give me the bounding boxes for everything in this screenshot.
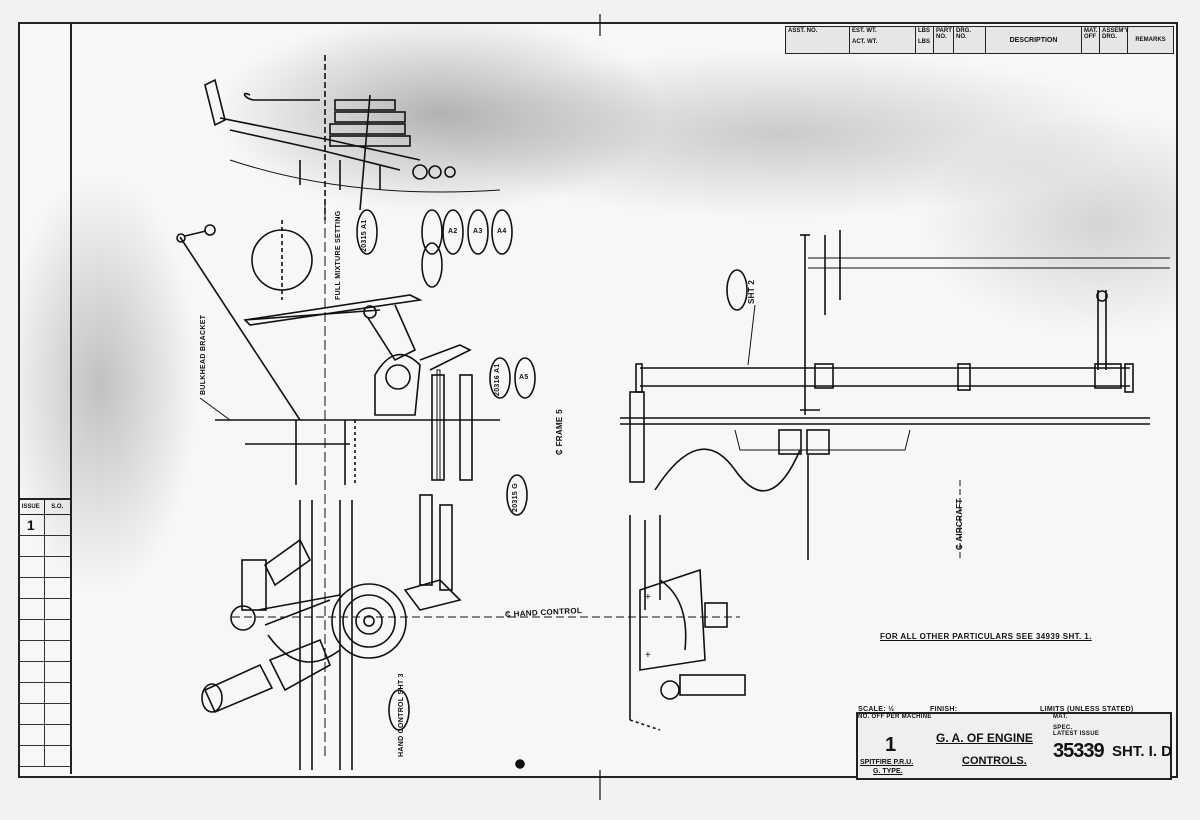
callout-a5: A5: [519, 374, 529, 381]
part-callout-c: 20316 A1: [494, 363, 501, 397]
bulkhead-bracket-label: BULKHEAD BRACKET: [200, 314, 207, 395]
svg-text:+: +: [645, 592, 651, 603]
rev-row: [18, 557, 70, 578]
shaft-assembly-side-view: [620, 230, 1170, 560]
rev-col-issue: ISSUE: [18, 500, 45, 514]
sheet-number: SHT. I. D: [1112, 743, 1173, 760]
remarks-label: REMARKS: [1135, 37, 1166, 43]
header-strip: ASST. NO. EST. WT. ACT. WT. LBS LBS PART…: [785, 26, 1174, 54]
frame5-label: ₵ FRAME 5: [555, 409, 564, 455]
aircraft-centre-label: ₵ AIRCRAFT: [955, 498, 964, 550]
rev-row: 1: [18, 515, 70, 536]
linkage-mechanism: [176, 220, 473, 481]
callout-a3: A3: [473, 228, 483, 235]
rev-col-so: S.O.: [51, 504, 64, 510]
rev-row: [18, 620, 70, 641]
finish-label: FINISH:: [930, 706, 958, 713]
left-margin-strip: [18, 24, 72, 774]
est-wt-label: EST. WT.: [852, 28, 877, 34]
rev-row: [18, 641, 70, 662]
hand-control-view: [201, 494, 740, 770]
aircraft-type-line2: G. TYPE.: [873, 768, 903, 775]
drawing-title-line2: CONTROLS.: [962, 755, 1027, 767]
drg-no-label: DRG. NO.: [956, 28, 971, 40]
assem-drg-label: ASSEM'Y DRG.: [1102, 28, 1129, 40]
callout-a4: A4: [497, 228, 507, 235]
particulars-note: FOR ALL OTHER PARTICULARS SEE 34939 SHT.…: [880, 632, 1092, 641]
callout-a2: A2: [448, 228, 458, 235]
mixture-setting-label: FULL MIXTURE SETTING: [335, 210, 342, 300]
scale-label: SCALE: ½: [858, 706, 895, 713]
aircraft-type-line1: SPITFIRE P.R.U.: [860, 759, 914, 766]
quadrant-front-view: + +: [629, 515, 746, 731]
sht2-label: SHT 2: [747, 279, 756, 304]
description-label: DESCRIPTION: [1009, 36, 1058, 44]
mat-off-label: MAT. OFF: [1084, 28, 1098, 40]
rev-row: [18, 746, 70, 767]
rev-row: [18, 536, 70, 557]
no-off-label: NO. OFF PER MACHINE: [858, 714, 932, 720]
lbs-label: LBS: [918, 28, 930, 34]
act-wt-label: ACT. WT.: [852, 39, 878, 45]
rev-row: [18, 704, 70, 725]
part-callout-a: 20315 A1: [361, 219, 368, 253]
drawing-number: 35339: [1053, 740, 1105, 762]
part-callout-b: 20315 G: [512, 483, 519, 512]
rev-row: [18, 683, 70, 704]
rev-row: [18, 578, 70, 599]
asst-no-label: ASST. NO.: [788, 28, 818, 34]
throttle-box-top-view: [204, 55, 501, 220]
svg-text:+: +: [645, 650, 651, 661]
rev-row: [18, 599, 70, 620]
quantity-value: 1: [885, 734, 897, 756]
part-callouts: [356, 209, 748, 731]
revision-table: ISSUE S.O. 1: [18, 498, 70, 776]
rev-row: [18, 662, 70, 683]
limits-label: LIMITS (UNLESS STATED): [1040, 706, 1134, 713]
drawing-title-line1: G. A. OF ENGINE: [936, 731, 1033, 745]
latest-issue-label: LATEST ISSUE: [1053, 731, 1100, 737]
lbs-label-2: LBS: [918, 39, 930, 45]
rev-row: [18, 725, 70, 746]
part-no-label: PART NO.: [936, 28, 952, 40]
hand-control-sht3-label: HAND CONTROL SHT 3: [398, 673, 405, 757]
spec-label: SPEC.: [1053, 725, 1073, 731]
title-block: [856, 712, 1172, 780]
mat-label: MAT.: [1053, 714, 1068, 720]
frame-bulkhead: [199, 200, 500, 760]
rev-issue-value: 1: [18, 515, 45, 535]
